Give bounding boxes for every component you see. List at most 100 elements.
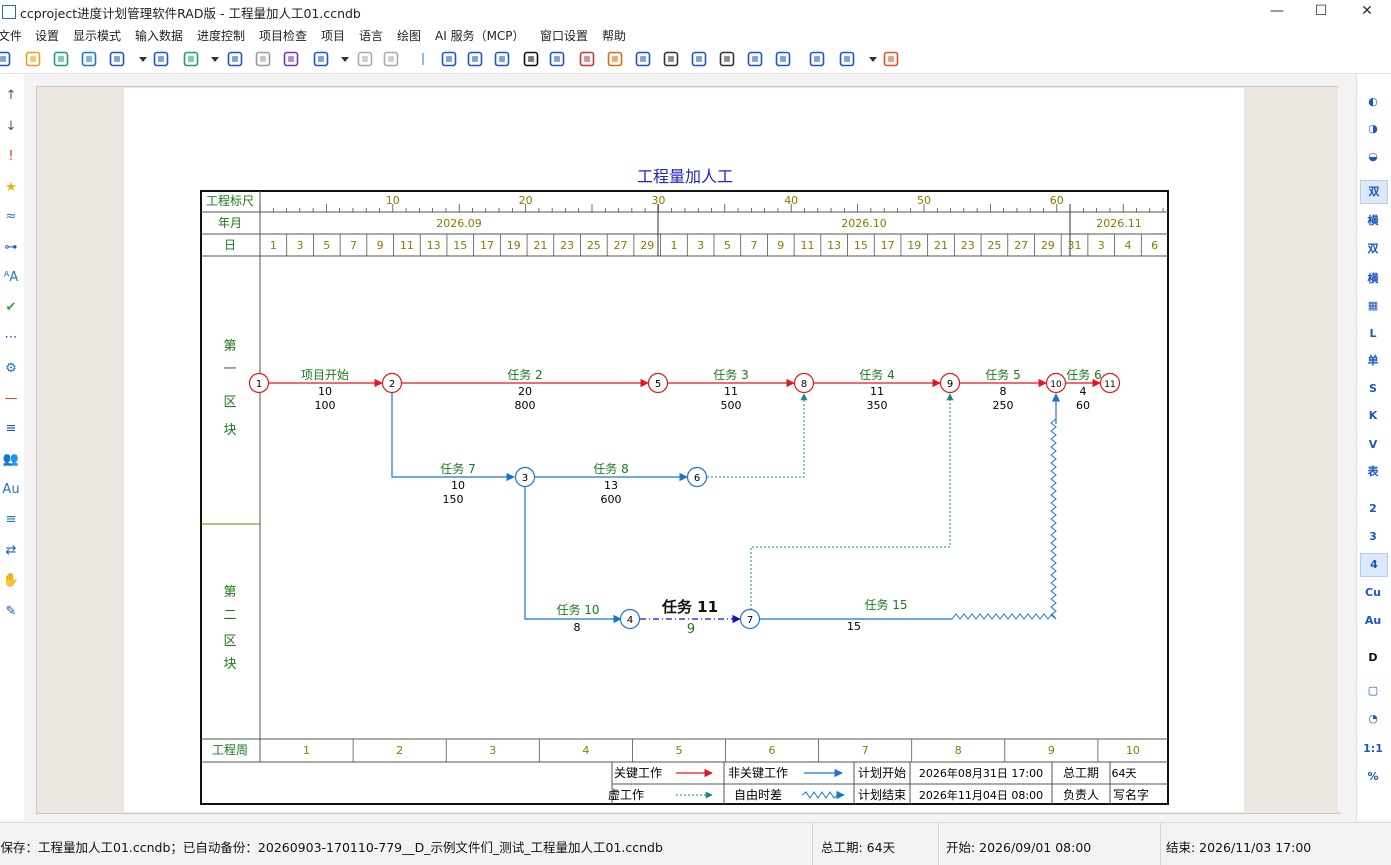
edge-2-3[interactable] [391, 392, 515, 482]
dropdown-icon[interactable] [864, 50, 882, 68]
d-icon[interactable]: D [1368, 651, 1378, 664]
comment-icon[interactable]: ◔ [1368, 712, 1378, 725]
menu-language[interactable]: 语言 [359, 29, 384, 43]
menu-draw[interactable]: 绘图 [397, 29, 422, 43]
text-au-icon[interactable]: Au [2, 482, 20, 497]
maximize-button[interactable]: ☐ [1314, 3, 1328, 19]
v-icon[interactable]: V [1368, 438, 1378, 451]
check-icon[interactable]: ✔ [5, 300, 17, 315]
menu-project-check[interactable]: 项目检查 [259, 29, 308, 43]
node-2[interactable] [381, 372, 403, 394]
filter-icon[interactable]: ≡ [5, 512, 17, 527]
brush-icon[interactable] [282, 50, 300, 68]
menu-progress-control[interactable]: 进度控制 [197, 29, 246, 43]
dropdown-icon[interactable] [336, 50, 354, 68]
node-5[interactable] [647, 372, 669, 394]
swap-icon[interactable]: ⇄ [5, 543, 17, 558]
layout-left-icon[interactable]: ◐ [1368, 95, 1378, 108]
three-icon[interactable]: 3 [1369, 530, 1377, 543]
hand-icon[interactable]: ✋ [2, 573, 20, 588]
pen-icon[interactable]: ✎ [5, 604, 17, 619]
line-icon[interactable] [440, 50, 458, 68]
two-icon[interactable]: 2 [1369, 502, 1377, 515]
menu-settings[interactable]: 设置 [35, 29, 60, 43]
columns-icon[interactable] [466, 50, 484, 68]
refresh-icon[interactable] [182, 50, 200, 68]
layout-right-icon[interactable]: ◑ [1368, 122, 1378, 135]
s-icon[interactable]: S [1369, 382, 1377, 395]
font-size-icon[interactable]: ᴬA [3, 270, 19, 285]
vertical-scrollbar[interactable] [1338, 86, 1350, 812]
calendar-clear-icon[interactable] [578, 50, 596, 68]
paste-icon[interactable] [254, 50, 272, 68]
gear-icon[interactable]: ⚙ [5, 361, 17, 376]
node-9[interactable] [939, 372, 961, 394]
double-green-icon[interactable]: 双 [1367, 242, 1379, 255]
asterisk-icon[interactable] [80, 50, 98, 68]
redo-icon[interactable] [382, 50, 400, 68]
node-4[interactable] [619, 608, 641, 630]
edge-3-4[interactable] [524, 486, 622, 624]
horizontal-green-icon[interactable]: 横 [1367, 272, 1379, 285]
text-color-icon[interactable] [718, 50, 736, 68]
minimize-button[interactable]: — [1270, 3, 1284, 19]
minus-red-icon[interactable]: — [4, 391, 18, 406]
menu-file[interactable]: 文件 [0, 29, 23, 43]
wave-icon[interactable]: ≈ [5, 209, 17, 224]
heading-icon[interactable] [662, 50, 680, 68]
legend-owner-value[interactable]: 写名字 [1113, 787, 1149, 802]
arrow-up-icon[interactable]: ↑ [5, 88, 17, 103]
node-11[interactable] [1099, 372, 1121, 394]
node-8[interactable] [793, 372, 815, 394]
link-arrow-icon[interactable]: ⊶ [4, 240, 18, 255]
grid-icon[interactable]: ▦ [1367, 299, 1379, 312]
search-icon[interactable] [312, 50, 330, 68]
separator-icon[interactable] [414, 50, 432, 68]
edit-icon[interactable] [634, 50, 652, 68]
menu-display-mode[interactable]: 显示模式 [73, 29, 122, 43]
menu-input-data[interactable]: 输入数据 [135, 29, 184, 43]
l-icon[interactable]: L [1369, 327, 1377, 340]
edge-7-9-dummy[interactable] [750, 393, 954, 610]
contrast-icon[interactable] [522, 50, 540, 68]
dropdown-icon[interactable] [206, 50, 224, 68]
horizontal-icon[interactable]: 横 [1367, 214, 1379, 227]
zoom-in-icon[interactable] [774, 50, 792, 68]
single-icon[interactable]: 单 [1367, 354, 1379, 367]
frame-icon[interactable]: ▢ [1367, 684, 1379, 697]
layout-bottom-icon[interactable]: ◒ [1368, 150, 1378, 163]
folder-icon[interactable] [838, 50, 856, 68]
copy-icon[interactable] [226, 50, 244, 68]
cu-icon[interactable]: Cu [1365, 586, 1381, 599]
save-icon[interactable] [52, 50, 70, 68]
dropdown-icon[interactable] [134, 50, 152, 68]
undo-icon[interactable] [356, 50, 374, 68]
format-icon[interactable] [548, 50, 566, 68]
back-icon[interactable] [808, 50, 826, 68]
palette-icon[interactable] [606, 50, 624, 68]
print-icon[interactable] [152, 50, 170, 68]
arrow-down-icon[interactable]: ↓ [5, 119, 17, 134]
briefcase-icon[interactable] [882, 50, 900, 68]
sort-icon[interactable] [493, 50, 511, 68]
new-icon[interactable] [0, 50, 12, 68]
star-icon[interactable]: ★ [5, 180, 17, 195]
menu-window-settings[interactable]: 窗口设置 [540, 29, 589, 43]
exclamation-icon[interactable]: ! [8, 149, 14, 164]
close-button[interactable]: ✕ [1361, 3, 1373, 19]
au-icon[interactable]: Au [1364, 614, 1382, 627]
image-icon[interactable] [108, 50, 126, 68]
dots-icon[interactable]: ⋯ [4, 330, 18, 345]
edge-6-8-dummy[interactable] [707, 393, 808, 478]
users-icon[interactable]: 👥 [2, 452, 20, 467]
menu-help[interactable]: 帮助 [602, 29, 627, 43]
node-6[interactable] [686, 466, 708, 488]
menu-ai-service[interactable]: AI 服务（MCP） [435, 29, 525, 43]
zoom-out-icon[interactable] [746, 50, 764, 68]
open-folder-icon[interactable] [24, 50, 42, 68]
percent-icon[interactable]: % [1367, 770, 1379, 783]
double-icon[interactable]: 双 [1360, 180, 1388, 204]
menu-project[interactable]: 项目 [321, 29, 346, 43]
node-1[interactable] [248, 372, 270, 394]
